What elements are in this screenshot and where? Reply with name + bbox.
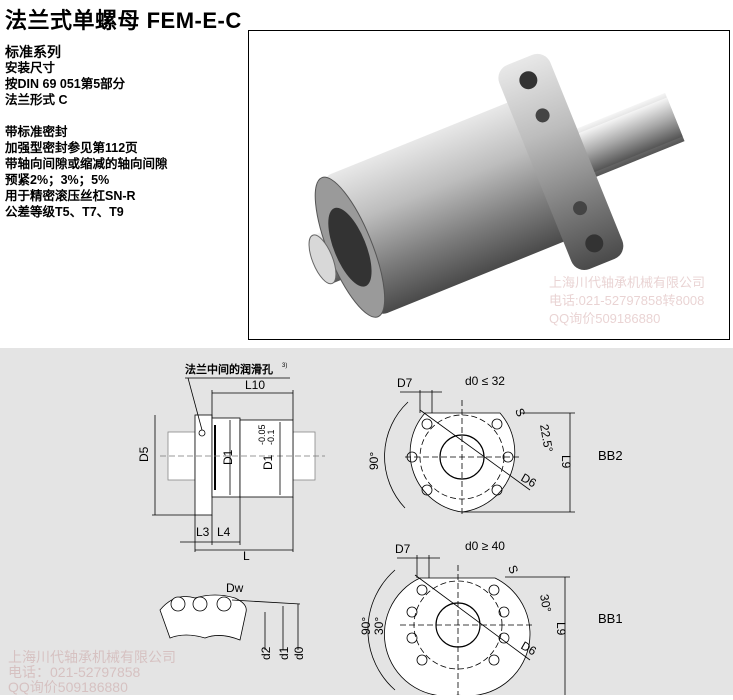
bb2-label: BB2 <box>598 448 623 463</box>
lube-note: 3) <box>282 363 287 369</box>
spec-list: 标准系列 安装尺寸 按DIN 69 051第5部分 法兰形式 C 带标准密封 加… <box>5 44 168 220</box>
bb1-D6: D6 <box>519 638 540 658</box>
drawing-watermark: QQ询价509186880 <box>8 679 128 695</box>
dim-L: L <box>243 549 250 563</box>
bb1-L9: L9 <box>554 622 568 636</box>
bb1-D7: D7 <box>395 542 411 556</box>
lube-hole-label: 法兰中间的润滑孔 <box>185 362 273 376</box>
dim-L10: L10 <box>245 378 265 392</box>
dim-L4: L4 <box>217 525 231 539</box>
dim-D1-tol: D1 <box>261 454 275 470</box>
drawing-watermark: 电话：021-52797858 <box>8 664 141 680</box>
dim-Dw: Dw <box>226 581 244 595</box>
dim-d2: d2 <box>259 646 273 660</box>
spec-line: 带标准密封 <box>5 125 68 139</box>
bb1-front-view <box>367 555 570 697</box>
bb2-L9: L9 <box>559 455 573 469</box>
spec-line: 加强型密封参见第112页 <box>5 141 138 155</box>
drawing-watermark: 上海川代轴承机械有限公司 <box>8 649 176 665</box>
nut-body <box>324 98 579 314</box>
bb1-angle: 30° <box>537 593 554 614</box>
tol-upper: -0.05 <box>257 424 267 445</box>
bb2-front-view <box>384 390 575 515</box>
bb2-angle90: 90° <box>367 452 381 470</box>
bb2-D6: D6 <box>519 470 540 490</box>
spec-line: 带轴向间隙或缩减的轴向间隙 <box>5 157 168 171</box>
spec-line: 公差等级T5、T7、T9 <box>5 205 124 219</box>
spec-line: 预紧2%；3%；5% <box>5 173 110 187</box>
bb2-S: S <box>512 406 528 418</box>
bb2-D7: D7 <box>397 376 413 390</box>
dim-d1: d1 <box>277 646 291 660</box>
bb2-condition: d0 ≤ 32 <box>465 374 505 388</box>
spec-line: 按DIN 69 051第5部分 <box>5 77 126 91</box>
dim-D1: D1 <box>221 449 235 465</box>
photo-watermark: 电话:021-52797858转8008 <box>549 293 704 308</box>
bb1-S: S <box>505 563 521 575</box>
spec-line: 用于精密滚压丝杠SN-R <box>5 189 136 203</box>
bb2-angle: 22.5° <box>537 423 556 453</box>
flange <box>498 53 624 271</box>
bb1-condition: d0 ≥ 40 <box>465 539 505 553</box>
nut-body-side <box>239 419 294 498</box>
spec-line: 安装尺寸 <box>5 61 56 75</box>
dim-D5: D5 <box>137 446 151 462</box>
spec-heading: 标准系列 <box>5 44 61 60</box>
tol-lower: -0.1 <box>266 429 276 445</box>
dim-L3: L3 <box>196 525 210 539</box>
dimension-drawing-panel: 法兰中间的润滑孔 3) L10 D5 D1 D1 -0.05 -0.1 L3 L… <box>0 348 733 697</box>
photo-watermark: QQ询价509186880 <box>549 311 660 326</box>
bb1-label: BB1 <box>598 611 623 626</box>
page-title: 法兰式单螺母 FEM-E-C <box>5 8 242 33</box>
bb1-angle-left: 30° <box>372 617 386 635</box>
product-photo: 上海川代轴承机械有限公司 电话:021-52797858转8008 QQ询价50… <box>248 30 730 340</box>
bb1-angle90: 90° <box>359 617 373 635</box>
photo-watermark: 上海川代轴承机械有限公司 <box>549 275 705 290</box>
spec-line: 法兰形式 C <box>5 93 68 107</box>
dim-d0: d0 <box>292 646 306 660</box>
